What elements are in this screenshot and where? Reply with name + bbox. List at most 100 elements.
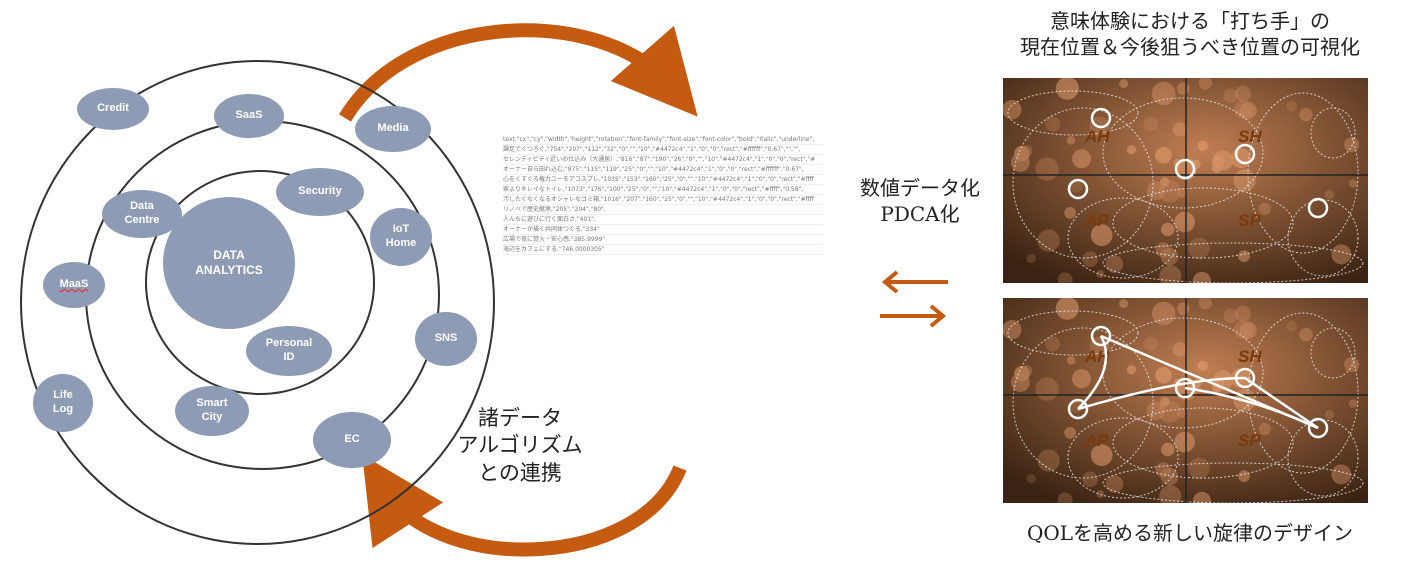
outer-ring	[20, 60, 495, 545]
bokeh-dot	[1003, 320, 1022, 340]
document-line: 課足でくつろぐ,"754","207","112","32","0","","1…	[503, 145, 823, 155]
visualization-title: 意味体験における「打ち手」の 現在位置＆今後狙うべき位置の可視化	[1020, 9, 1360, 59]
bokeh-dot	[1045, 336, 1061, 352]
node-security: Security	[276, 168, 364, 216]
bokeh-dot	[1223, 88, 1238, 103]
bokeh-dot	[1119, 299, 1129, 309]
bokeh-dot	[1212, 163, 1222, 174]
position-markers	[1067, 107, 1329, 219]
digitize-label: 数値データ化 PDCA化	[860, 176, 980, 226]
bokeh-dot	[1197, 140, 1208, 151]
bokeh-dot	[1155, 367, 1172, 384]
bokeh-dot	[1192, 271, 1212, 283]
node-saas: SaaS	[214, 94, 284, 138]
bokeh-dot	[1066, 136, 1076, 145]
bokeh-dot	[1143, 116, 1158, 131]
bokeh-dot	[1177, 82, 1190, 95]
bokeh-dot	[1324, 409, 1335, 420]
bokeh-dot	[1239, 321, 1257, 339]
bokeh-dot	[1090, 224, 1113, 247]
bokeh-dot	[1286, 320, 1297, 332]
bokeh-dot	[1234, 100, 1253, 120]
data-analytics-hub: DATA ANALYTICS	[163, 197, 295, 329]
bokeh-dot	[1151, 81, 1176, 106]
bokeh-dot	[1159, 485, 1182, 503]
bokeh-dot	[1188, 237, 1210, 260]
node-iot-home: IoT Home	[370, 208, 432, 266]
qol-caption: QOLを高める新しい旋律のデザイン	[1026, 521, 1354, 545]
document-line: 海辺をカフェにする,"746.0000305"	[503, 245, 823, 255]
bokeh-dot	[1331, 244, 1352, 265]
bokeh-dot	[1348, 179, 1358, 188]
bokeh-dot	[1177, 302, 1190, 315]
bokeh-dot	[1014, 145, 1030, 162]
bokeh-dot	[1035, 377, 1059, 401]
bokeh-dot	[1172, 342, 1188, 357]
bokeh-dot	[1344, 137, 1360, 153]
bokeh-dot	[1055, 78, 1079, 100]
bokeh-dot	[1348, 399, 1358, 408]
bokeh-dot	[1003, 100, 1022, 120]
bokeh-dot	[1174, 211, 1195, 233]
bokeh-dot	[1020, 145, 1033, 157]
top-cycle-arrow	[339, 23, 698, 122]
data-document-1: text,"cx","cy","width","height","rotatio…	[503, 135, 823, 255]
bokeh-dot	[1172, 122, 1188, 137]
bokeh-dot	[1105, 255, 1124, 273]
bokeh-dot	[1090, 444, 1113, 467]
bokeh-dot	[1096, 270, 1105, 279]
bokeh-dot	[1158, 400, 1181, 423]
bokeh-dot	[1057, 272, 1073, 283]
quadrant-ap: AP	[1084, 211, 1109, 230]
bokeh-dot	[1155, 147, 1172, 164]
bokeh-dot	[1192, 491, 1212, 503]
quadrant-ah: AH	[1084, 127, 1110, 146]
document-line: 家よりキレイなトイレ,"1073","176","100","25","0","…	[503, 185, 823, 195]
node-smart-city: Smart City	[175, 386, 249, 436]
bokeh-dot	[1146, 181, 1166, 201]
bokeh-dot	[1344, 357, 1360, 373]
positioning-map-current: AH SH AP SP	[1003, 78, 1368, 283]
bokeh-dot	[1211, 155, 1225, 169]
bokeh-dot	[1064, 426, 1076, 439]
bokeh-dot	[1105, 475, 1124, 493]
bokeh-dot	[1151, 301, 1176, 326]
bottom-cycle-arrow	[362, 454, 687, 557]
bokeh-dot	[1198, 298, 1212, 310]
quadrant-ah: AH	[1084, 347, 1110, 366]
bokeh-dot	[1331, 464, 1352, 485]
positioning-map-target: AH SH AP SP	[1003, 298, 1368, 503]
node-data-centre: Data Centre	[102, 190, 182, 238]
bokeh-dot	[1158, 180, 1181, 203]
bokeh-dot	[1286, 100, 1297, 112]
bokeh-dot	[1234, 85, 1251, 102]
bokeh-dot	[1146, 401, 1166, 421]
bokeh-dot	[1213, 150, 1234, 171]
bokeh-dot	[1160, 248, 1179, 266]
bokeh-dot	[1055, 298, 1079, 320]
bokeh-dot	[1082, 251, 1098, 268]
bokeh-dot	[1160, 468, 1179, 486]
document-line: オーナーが描く共同体つくる,"334"	[503, 225, 823, 235]
bokeh-dot	[1126, 365, 1137, 375]
bokeh-dot	[1143, 336, 1158, 351]
bokeh-dot	[1072, 149, 1092, 169]
bokeh-dot	[1299, 327, 1313, 342]
inner-ring	[145, 170, 375, 395]
bokeh-dot	[1037, 449, 1060, 472]
bokeh-dot	[1126, 145, 1137, 155]
quadrant-sp: SP	[1238, 431, 1261, 450]
bokeh-dot	[1064, 206, 1076, 219]
node-maas: MaaS	[43, 262, 105, 308]
bokeh-dot	[1161, 222, 1175, 237]
bokeh-dot	[1174, 431, 1195, 453]
bokeh-dot	[1035, 157, 1059, 181]
document-line: 人んちに遊びに行く面白さ,"401",	[503, 215, 823, 225]
bokeh-dot	[1160, 177, 1170, 187]
bokeh-dot	[1177, 408, 1187, 418]
bokeh-dot	[1223, 308, 1238, 323]
node-ec: EC	[313, 412, 391, 468]
bokeh-dot	[1059, 301, 1070, 311]
